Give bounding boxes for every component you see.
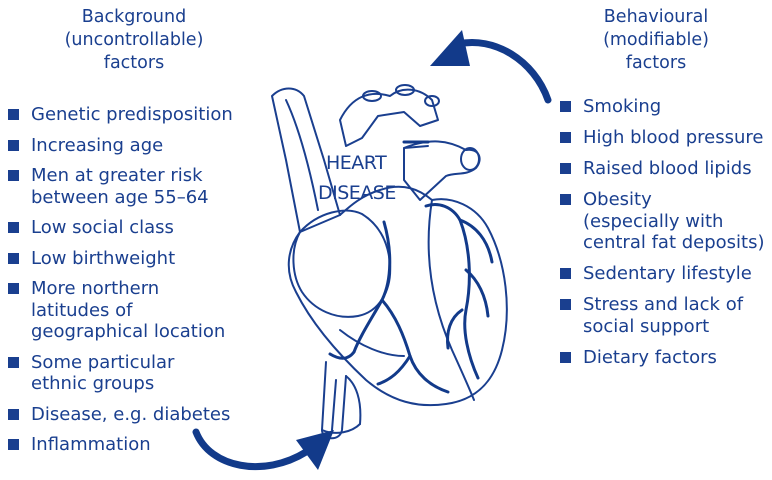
square-bullet-icon: [560, 132, 571, 143]
square-bullet-icon: [8, 357, 19, 368]
list-item: Sedentary lifestyle: [558, 263, 765, 285]
square-bullet-icon: [560, 101, 571, 112]
background-factors-list: Genetic predisposition Increasing age Me…: [6, 104, 233, 465]
list-item: Smoking: [558, 96, 765, 118]
behavioural-factors-heading: Behavioural (modifiable) factors: [556, 6, 756, 75]
list-item-text: Smoking: [583, 96, 765, 118]
list-item-text: ethnic groups: [31, 373, 233, 395]
list-item-text: Increasing age: [31, 135, 233, 157]
heading-line: factors: [556, 52, 756, 75]
list-item-text: between age 55–64: [31, 187, 233, 209]
list-item-text: social support: [583, 316, 765, 338]
heading-line: factors: [28, 52, 240, 75]
list-item: High blood pressure: [558, 127, 765, 149]
list-item-text: Genetic predisposition: [31, 104, 233, 126]
square-bullet-icon: [8, 170, 19, 181]
behavioural-factors-list: Smoking High blood pressure Raised blood…: [558, 96, 765, 378]
square-bullet-icon: [8, 283, 19, 294]
list-item: Low social class: [6, 217, 233, 239]
heading-line: Behavioural: [556, 6, 756, 29]
list-item-text: Stress and lack of: [583, 294, 765, 316]
list-item-text: Sedentary lifestyle: [583, 263, 765, 285]
list-item-text: Disease, e.g. diabetes: [31, 404, 233, 426]
square-bullet-icon: [560, 163, 571, 174]
list-item-text: Inflammation: [31, 434, 233, 456]
heading-line: (modifiable): [556, 29, 756, 52]
list-item-text: latitudes of: [31, 300, 233, 322]
square-bullet-icon: [560, 352, 571, 363]
curved-arrow-icon: [430, 30, 548, 100]
list-item-text: Raised blood lipids: [583, 158, 765, 180]
list-item-text: (especially with: [583, 211, 765, 233]
heart-label: HEART: [326, 150, 386, 177]
heading-line: (uncontrollable): [28, 29, 240, 52]
list-item-text: central fat deposits): [583, 232, 765, 254]
list-item: Raised blood lipids: [558, 158, 765, 180]
square-bullet-icon: [8, 140, 19, 151]
square-bullet-icon: [8, 222, 19, 233]
list-item-text: geographical location: [31, 321, 233, 343]
list-item-text: Men at greater risk: [31, 165, 233, 187]
list-item-text: Some particular: [31, 352, 233, 374]
square-bullet-icon: [560, 268, 571, 279]
list-item-text: More northern: [31, 278, 233, 300]
list-item: Dietary factors: [558, 347, 765, 369]
list-item-text: Low social class: [31, 217, 233, 239]
list-item: Genetic predisposition: [6, 104, 233, 126]
square-bullet-icon: [8, 109, 19, 120]
square-bullet-icon: [8, 253, 19, 264]
list-item: Disease, e.g. diabetes: [6, 404, 233, 426]
heading-line: Background: [28, 6, 240, 29]
square-bullet-icon: [8, 439, 19, 450]
square-bullet-icon: [8, 409, 19, 420]
list-item-text: Dietary factors: [583, 347, 765, 369]
background-factors-heading: Background (uncontrollable) factors: [28, 6, 240, 75]
list-item-text: High blood pressure: [583, 127, 765, 149]
list-item-text: Obesity: [583, 189, 765, 211]
list-item: Low birthweight: [6, 248, 233, 270]
disease-label: DISEASE: [318, 180, 396, 207]
square-bullet-icon: [560, 194, 571, 205]
list-item-text: Low birthweight: [31, 248, 233, 270]
list-item: Increasing age: [6, 135, 233, 157]
list-item: Inflammation: [6, 434, 233, 456]
square-bullet-icon: [560, 299, 571, 310]
